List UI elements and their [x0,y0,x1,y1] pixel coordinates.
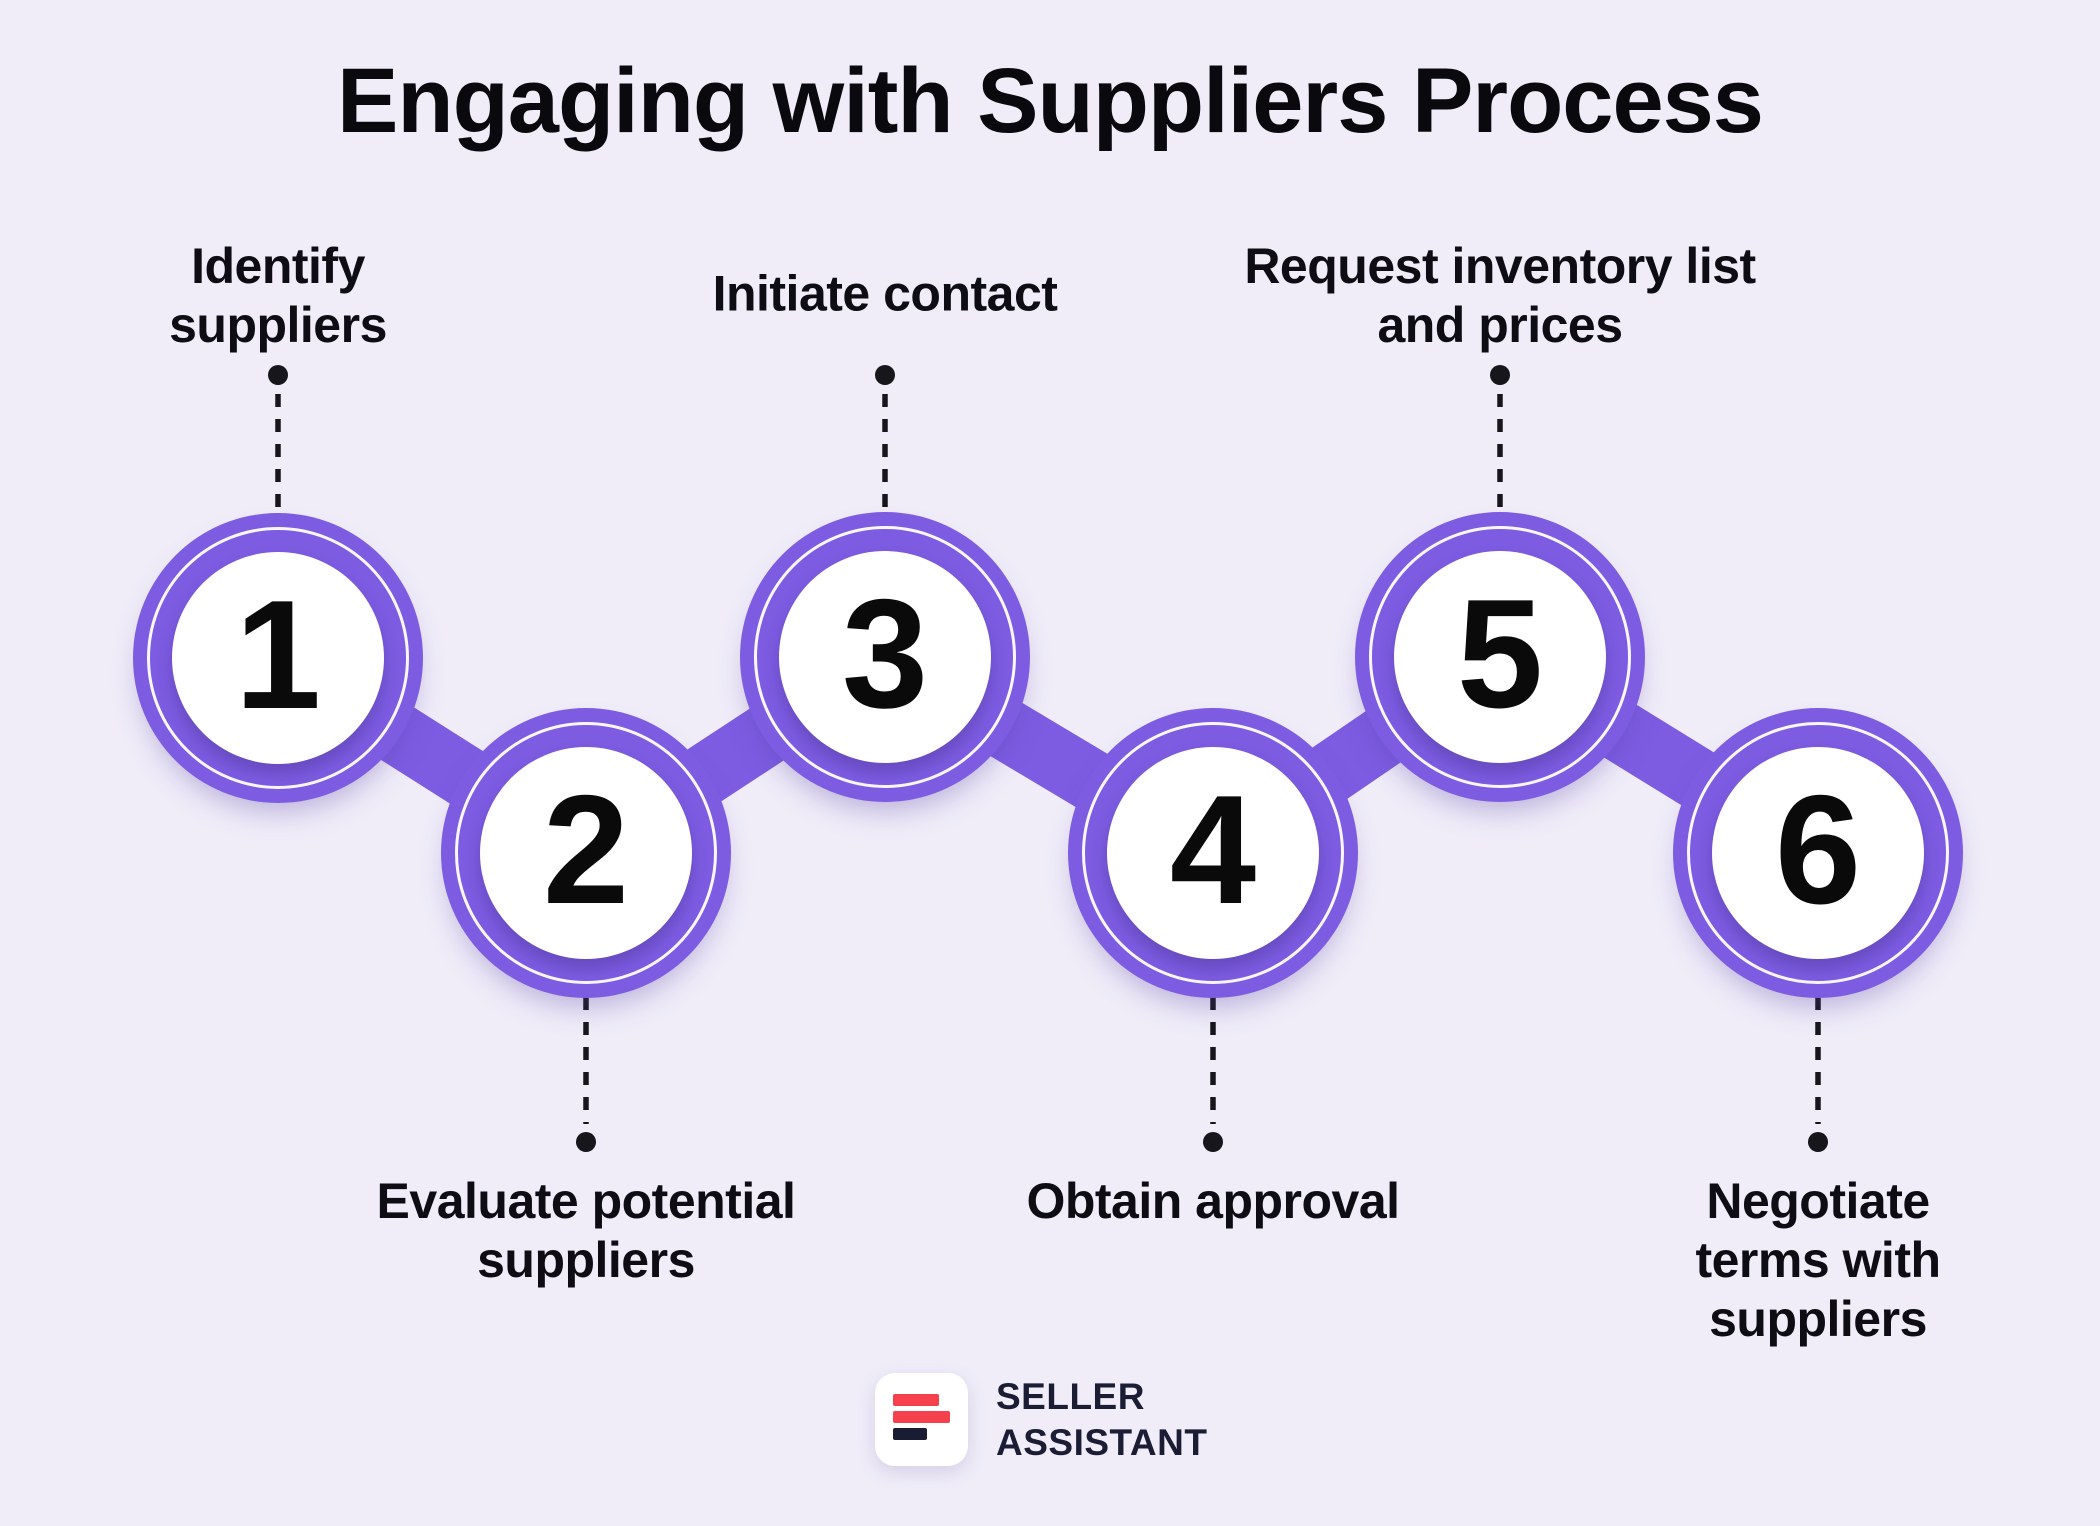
logo-bar-navy-bottom [893,1428,927,1440]
leader-dot-step-6 [1808,1132,1828,1152]
step-number-5: 5 [1456,566,1544,740]
step-number-6: 6 [1774,762,1862,936]
step-label-6: Negotiate terms with suppliers [1695,1173,1941,1347]
step-inner-1: 1 [172,552,384,764]
leader-lines-bottom [583,997,1821,1124]
step-number-4: 4 [1169,762,1257,936]
step-ring-4 [1082,722,1344,984]
step-ring-2 [455,722,717,984]
step-number-3: 3 [841,566,929,740]
step-circle-2: 2 [441,708,731,998]
leader-dot-step-5 [1490,365,1510,385]
step-circle-4: 4 [1068,708,1358,998]
step-inner-2: 2 [480,747,692,959]
brand-name-line1: SELLER [996,1375,1145,1417]
leader-lines-top [275,394,1503,514]
step-label-5: Request inventory list and prices [1244,238,1756,353]
leader-dot-step-1 [268,365,288,385]
step-label-2: Evaluate potential suppliers [376,1173,796,1288]
step-label-1: Identify suppliers [169,238,387,353]
step-ring-6 [1687,722,1949,984]
brand-name-line2: ASSISTANT [996,1421,1208,1463]
step-circle-5: 5 [1355,512,1645,802]
step-inner-4: 4 [1107,747,1319,959]
step-label-3: Initiate contact [712,265,1058,322]
step-circle-6: 6 [1673,708,1963,998]
leader-dot-step-4 [1203,1132,1223,1152]
step-inner-6: 6 [1712,747,1924,959]
page-title: Engaging with Suppliers Process [337,50,1764,152]
step-ring-5 [1369,526,1631,788]
logo-bar-red-top [893,1394,939,1406]
step-ring-3 [754,526,1016,788]
leader-dot-step-3 [875,365,895,385]
step-number-2: 2 [542,762,630,936]
step-label-4: Obtain approval [1026,1173,1400,1229]
three-bars-logo-icon [875,1373,968,1466]
leader-dots [268,365,1828,1152]
step-inner-3: 3 [779,551,991,763]
leader-dot-step-2 [576,1132,596,1152]
step-number-1: 1 [234,567,322,741]
brand-name: SELLER ASSISTANT [996,1374,1207,1466]
step-ring-1 [147,527,409,789]
step-circle-3: 3 [740,512,1030,802]
step-circle-1: 1 [133,513,423,803]
step-inner-5: 5 [1394,551,1606,763]
logo-bar-red-middle [893,1411,950,1423]
brand-logo: SELLER ASSISTANT [875,1373,1207,1466]
